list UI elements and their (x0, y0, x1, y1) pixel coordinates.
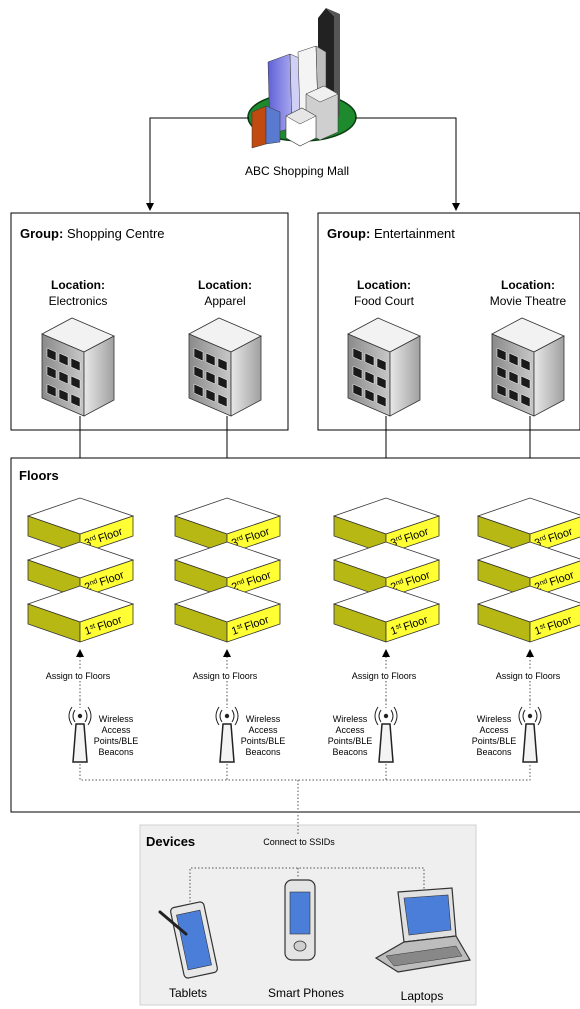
building-icon (41, 317, 115, 417)
ap-label-line: Access (479, 725, 509, 735)
access-point-icon (68, 706, 92, 763)
building-icon (347, 317, 421, 417)
location-name-2: Food Court (354, 294, 415, 308)
ap-label-line: Wireless (477, 714, 512, 724)
floors-title: Floors (19, 468, 59, 483)
location-name-1: Apparel (204, 294, 245, 308)
ap-label-line: Beacons (245, 747, 281, 757)
assign-label: Assign to Floors (352, 671, 417, 681)
connect-label: Connect to SSIDs (263, 837, 335, 847)
ap-label-line: Access (101, 725, 131, 735)
ap-label-line: Wireless (99, 714, 134, 724)
ap-label-line: Beacons (332, 747, 368, 757)
root-label: ABC Shopping Mall (245, 164, 349, 178)
location-prefix-0: Location: (51, 278, 105, 292)
ap-label-line: Wireless (246, 714, 281, 724)
ap-label-line: Beacons (98, 747, 134, 757)
access-point-icon (215, 706, 239, 763)
building-icon (491, 317, 565, 417)
location-prefix-3: Location: (501, 278, 555, 292)
mall-icon (247, 8, 357, 149)
ap-label-line: Points/BLE (241, 736, 286, 746)
assign-label: Assign to Floors (193, 671, 258, 681)
location-prefix-1: Location: (198, 278, 252, 292)
smart-phone-icon (284, 879, 316, 961)
device-bus (189, 867, 425, 902)
ap-label-line: Access (248, 725, 278, 735)
assign-label: Assign to Floors (46, 671, 111, 681)
ap-label-line: Points/BLE (328, 736, 373, 746)
ap-label-line: Beacons (476, 747, 512, 757)
location-name-3: Movie Theatre (490, 294, 567, 308)
ap-label-line: Points/BLE (94, 736, 139, 746)
access-point-icon (374, 706, 398, 763)
location-name-0: Electronics (49, 294, 108, 308)
location-prefix-2: Location: (357, 278, 411, 292)
device-label-smart-phones: Smart Phones (268, 986, 344, 1000)
ap-label-line: Points/BLE (472, 736, 517, 746)
group-title-entertainment: Group: Entertainment (327, 226, 455, 241)
group-title-shopping-centre: Group: Shopping Centre (20, 226, 165, 241)
device-label-laptops: Laptops (401, 989, 444, 1003)
tablet-icon (158, 901, 218, 979)
root-connector (146, 117, 460, 211)
laptop-icon (374, 887, 471, 973)
ap-label-line: Access (335, 725, 365, 735)
devices-title: Devices (146, 834, 195, 849)
access-point-icon (518, 706, 542, 763)
ap-label-line: Wireless (333, 714, 368, 724)
device-label-tablets: Tablets (169, 986, 207, 1000)
assign-label: Assign to Floors (496, 671, 561, 681)
building-icon (188, 317, 262, 417)
